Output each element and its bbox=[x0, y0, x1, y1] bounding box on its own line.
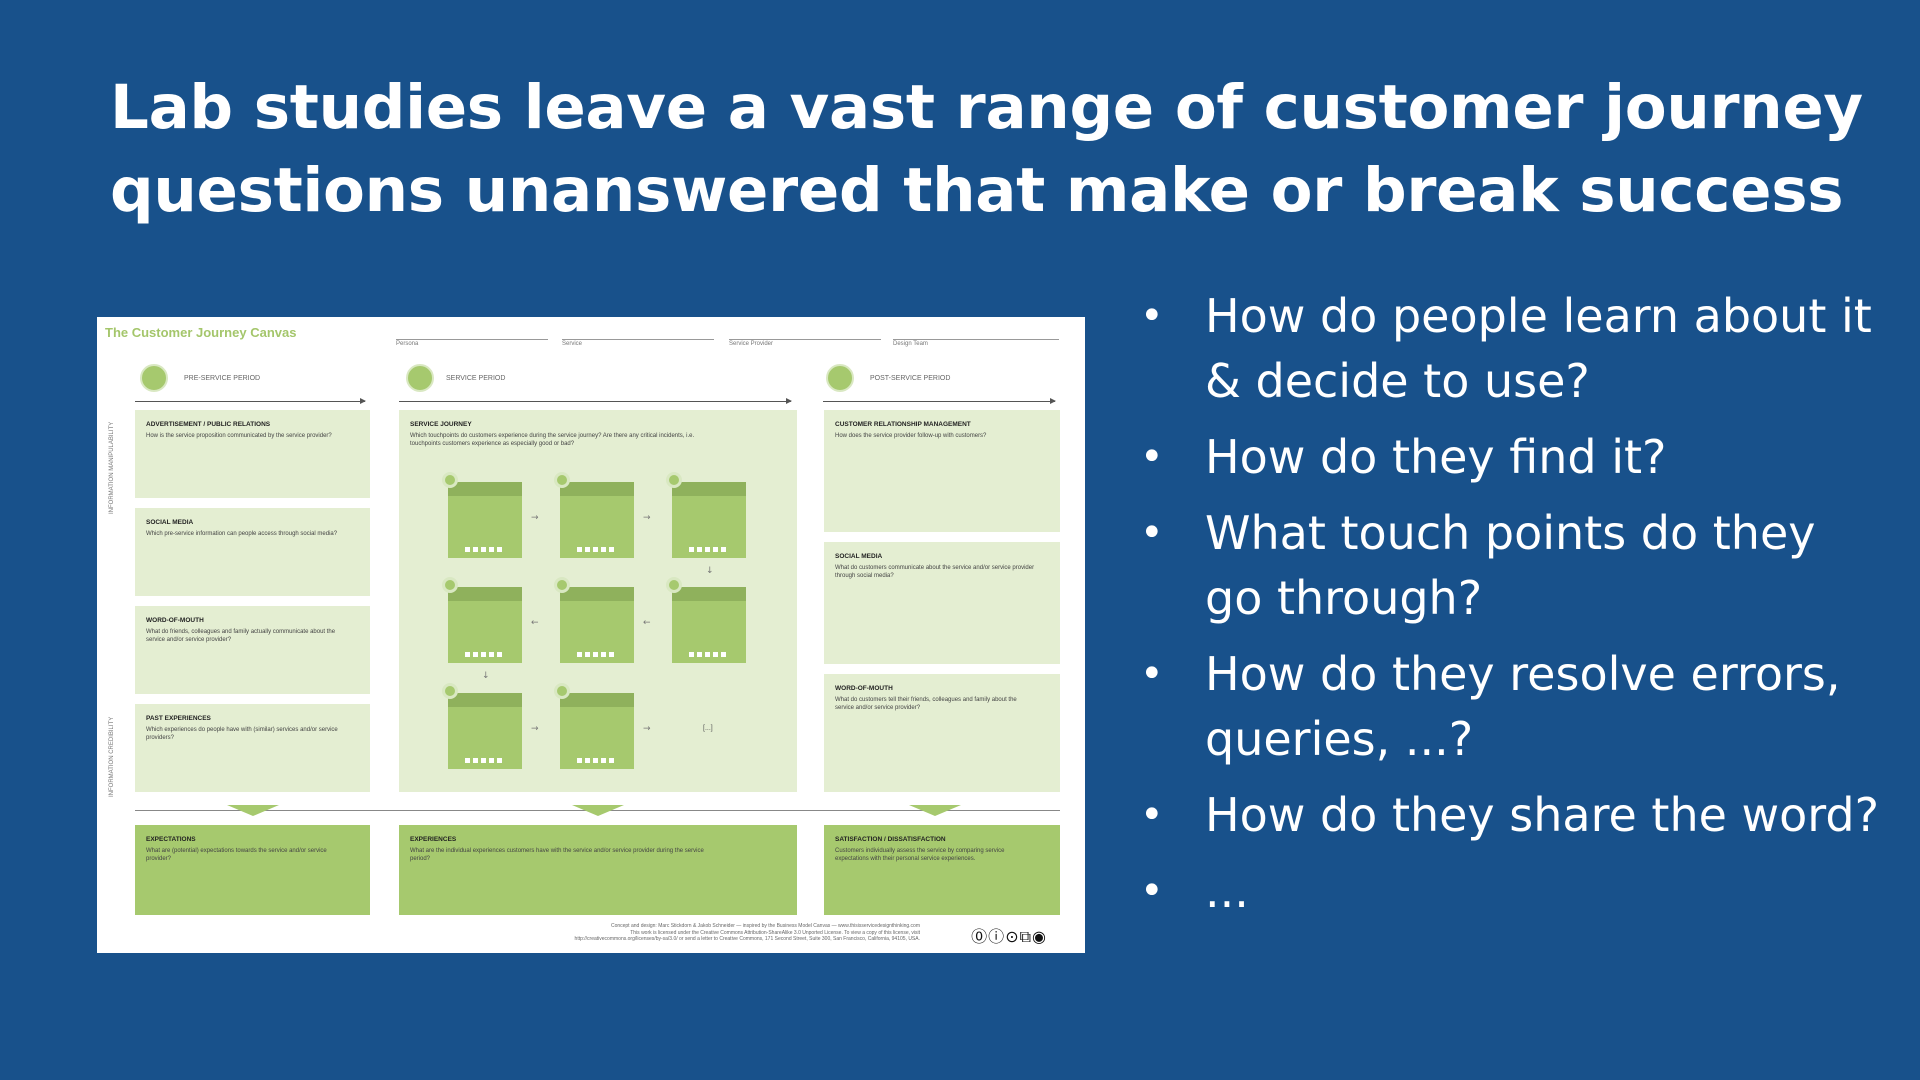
journey-ellipsis-label: [...] bbox=[703, 725, 713, 732]
section-heading: WORD-OF-MOUTH bbox=[835, 685, 893, 692]
touchpoint-pin-icon bbox=[442, 683, 458, 699]
slide-title-line-2: questions unanswered that make or break … bbox=[110, 155, 1844, 226]
bullet-item: How do they find it? bbox=[1140, 425, 1880, 490]
bullet-item: How do people learn about it & decide to… bbox=[1140, 284, 1880, 414]
header-field-persona: Persona bbox=[396, 339, 548, 351]
pre-section-advertisement: ADVERTISEMENT / PUBLIC RELATIONS How is … bbox=[135, 410, 370, 498]
section-heading: SATISFACTION / DISSATISFACTION bbox=[835, 836, 946, 843]
flow-arrow-icon: ↓ bbox=[482, 671, 490, 681]
section-question: How is the service proposition communica… bbox=[146, 433, 332, 439]
pre-section-social-media: SOCIAL MEDIA Which pre-service informati… bbox=[135, 508, 370, 596]
section-question: What do customers tell their friends, co… bbox=[835, 697, 1017, 711]
section-heading: WORD-OF-MOUTH bbox=[146, 617, 204, 624]
touchpoint-pin-icon bbox=[666, 472, 682, 488]
slide-title: Lab studies leave a vast range of custom… bbox=[110, 66, 1863, 232]
copy-icon: ⧉ bbox=[1019, 927, 1033, 946]
touchpoint-card bbox=[554, 683, 634, 769]
cc-icon: ⓪ bbox=[971, 927, 989, 946]
bullet-item: How do they share the word? bbox=[1140, 783, 1880, 848]
bullet-item: ... bbox=[1140, 859, 1880, 924]
service-period-label: SERVICE PERIOD bbox=[446, 375, 506, 382]
header-field-design-team: Design Team bbox=[893, 339, 1059, 351]
customer-journey-canvas-image: The Customer Journey Canvas Persona Serv… bbox=[97, 317, 1085, 953]
section-question: What are the individual experiences cust… bbox=[410, 848, 704, 862]
bullet-item: How do they resolve errors, queries, ...… bbox=[1140, 642, 1880, 772]
slide-title-line-1: Lab studies leave a vast range of custom… bbox=[110, 72, 1863, 143]
post-section-word-of-mouth: WORD-OF-MOUTH What do customers tell the… bbox=[824, 674, 1060, 792]
section-heading: EXPECTATIONS bbox=[146, 836, 196, 843]
flow-arrow-icon: ↓ bbox=[706, 566, 714, 576]
service-arrow bbox=[399, 398, 792, 404]
flow-arrow-icon: → bbox=[643, 513, 651, 523]
sa-icon: ⊙ bbox=[1005, 927, 1020, 946]
section-heading: ADVERTISEMENT / PUBLIC RELATIONS bbox=[146, 421, 271, 428]
pre-service-pie-icon bbox=[140, 364, 168, 392]
footer-line: This work is licensed under the Creative… bbox=[630, 929, 920, 936]
footer-line: Concept and design: Marc Stickdorn & Jak… bbox=[610, 923, 920, 929]
touchpoint-card bbox=[554, 472, 634, 558]
question-bullet-list: How do people learn about it & decide to… bbox=[1140, 284, 1880, 935]
section-heading: SERVICE JOURNEY bbox=[410, 421, 472, 428]
canvas-title: The Customer Journey Canvas bbox=[105, 325, 297, 340]
touchpoint-pin-icon bbox=[442, 577, 458, 593]
section-question: Which pre-service information can people… bbox=[146, 531, 338, 537]
section-question: Which touchpoints do customers experienc… bbox=[410, 433, 695, 447]
bullet-item: What touch points do they go through? bbox=[1140, 501, 1880, 631]
section-heading: SOCIAL MEDIA bbox=[835, 553, 883, 560]
section-heading: PAST EXPERIENCES bbox=[146, 715, 211, 722]
header-field-service-provider: Service Provider bbox=[729, 339, 881, 351]
post-service-pie-icon bbox=[826, 364, 854, 392]
touchpoint-pin-icon bbox=[666, 577, 682, 593]
satisfaction-triangle-icon bbox=[909, 805, 961, 816]
touchpoint-card bbox=[442, 577, 522, 663]
touchpoint-card bbox=[666, 577, 746, 663]
post-section-social-media: SOCIAL MEDIA What do customers communica… bbox=[824, 542, 1060, 664]
bottom-section-satisfaction: SATISFACTION / DISSATISFACTION Customers… bbox=[824, 825, 1060, 915]
section-question: What are (potential) expectations toward… bbox=[146, 848, 327, 862]
flow-arrow-icon: → bbox=[531, 513, 539, 523]
header-field-service: Service bbox=[562, 339, 714, 351]
expectation-triangle-icon bbox=[227, 805, 279, 816]
experience-triangle-icon bbox=[572, 805, 624, 816]
flow-arrow-icon: ← bbox=[531, 618, 539, 628]
bottom-section-experiences: EXPERIENCES What are the individual expe… bbox=[399, 825, 797, 915]
side-label-credibility: INFORMATION CREDIBILITY bbox=[109, 716, 115, 797]
section-question: Which experiences do people have with (s… bbox=[146, 727, 338, 741]
pre-service-arrow bbox=[135, 398, 366, 404]
touchpoint-pin-icon bbox=[554, 472, 570, 488]
touchpoint-pin-icon bbox=[554, 683, 570, 699]
pre-section-word-of-mouth: WORD-OF-MOUTH What do friends, colleague… bbox=[135, 606, 370, 694]
touchpoint-pin-icon bbox=[554, 577, 570, 593]
post-section-crm: CUSTOMER RELATIONSHIP MANAGEMENT How doe… bbox=[824, 410, 1060, 532]
footer-line: http://creativecommons.org/licenses/by-s… bbox=[574, 936, 920, 942]
by-icon: ⓘ bbox=[988, 927, 1006, 946]
section-heading: SOCIAL MEDIA bbox=[146, 519, 194, 526]
flow-arrow-icon: ← bbox=[643, 618, 651, 628]
canvas-footer: Concept and design: Marc Stickdorn & Jak… bbox=[460, 923, 920, 943]
pre-section-past-experiences: PAST EXPERIENCES Which experiences do pe… bbox=[135, 704, 370, 792]
touchpoint-card bbox=[442, 472, 522, 558]
flow-arrow-icon: → bbox=[643, 724, 651, 734]
pre-service-period-label: PRE-SERVICE PERIOD bbox=[184, 375, 261, 382]
touchpoint-card bbox=[666, 472, 746, 558]
section-heading: CUSTOMER RELATIONSHIP MANAGEMENT bbox=[835, 421, 971, 428]
bottom-section-expectations: EXPECTATIONS What are (potential) expect… bbox=[135, 825, 370, 915]
section-question: How does the service provider follow-up … bbox=[835, 433, 987, 439]
section-heading: EXPERIENCES bbox=[410, 836, 457, 843]
share-icon: ◉ bbox=[1032, 927, 1047, 946]
flow-arrow-icon: → bbox=[531, 724, 539, 734]
cc-license-icons: ⓪ⓘ⊙⧉◉ bbox=[971, 923, 1047, 947]
section-question: What do customers communicate about the … bbox=[835, 565, 1035, 579]
service-pie-icon bbox=[406, 364, 434, 392]
section-question: Customers individually assess the servic… bbox=[835, 848, 1005, 862]
section-question: What do friends, colleagues and family a… bbox=[146, 629, 336, 643]
touchpoint-card bbox=[442, 683, 522, 769]
touchpoint-card bbox=[554, 577, 634, 663]
post-service-period-label: POST-SERVICE PERIOD bbox=[870, 375, 951, 382]
touchpoint-pin-icon bbox=[442, 472, 458, 488]
side-label-manipulability: INFORMATION MANIPULABILITY bbox=[109, 421, 115, 514]
post-service-arrow bbox=[823, 398, 1056, 404]
